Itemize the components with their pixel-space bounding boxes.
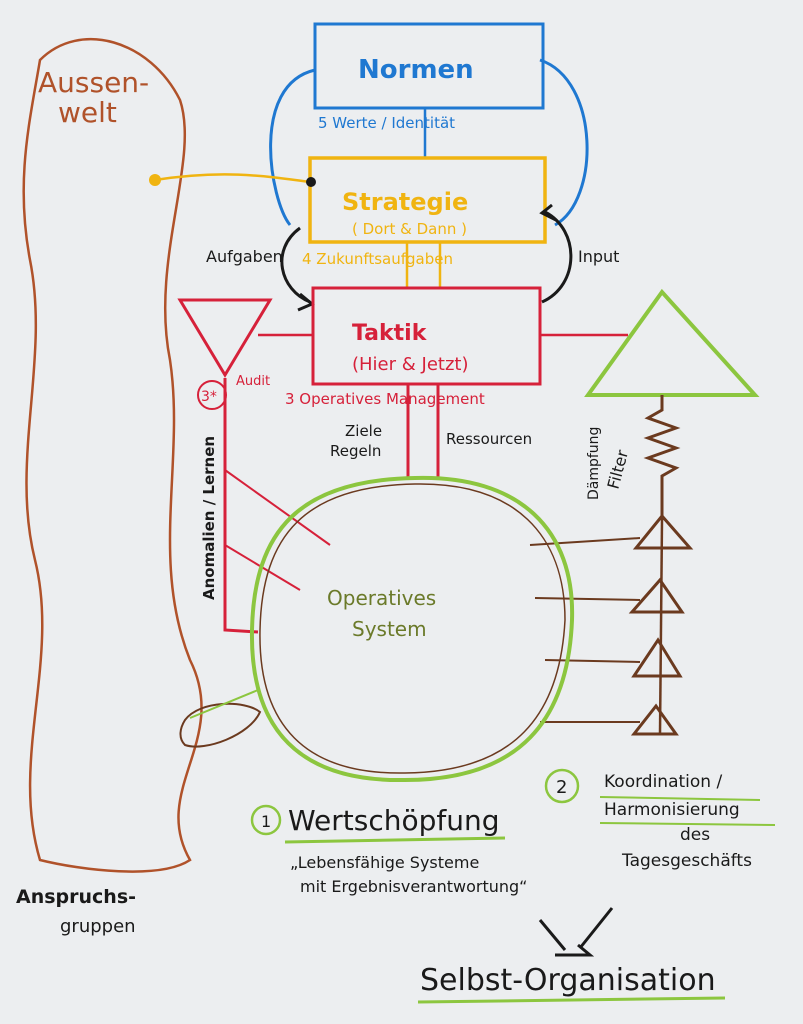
coord-line-1 (529, 537, 641, 546)
normen-right-arc (539, 58, 589, 227)
wertschoepfung-underline (284, 836, 506, 844)
daempfung-label: Dämpfung (586, 427, 602, 500)
input-label: Input (578, 247, 619, 266)
taktik-paren: (Hier & Jetzt) (352, 354, 468, 375)
strategie-box (308, 156, 547, 244)
taktik-sub: 3 Operatives Management (285, 390, 485, 408)
aufgaben-arrow (280, 226, 311, 304)
coord-line-2 (534, 597, 641, 601)
coord-line-3 (544, 659, 641, 663)
koordination-line4: Tagesgeschäfts (621, 851, 752, 871)
strategie-aussenwelt-link (154, 173, 311, 184)
strategie-sub: 4 Zukunftsaufgaben (302, 250, 453, 268)
strategie-title: Strategie (342, 188, 468, 216)
koordination-num: 2 (556, 777, 567, 798)
aussenwelt-link-line (189, 689, 259, 719)
koordination-line2: Harmonisierung (604, 800, 740, 820)
operatives-system-inner (259, 483, 566, 774)
arrows-mark (538, 907, 614, 957)
aussenwelt-line2: welt (58, 96, 117, 129)
operatives-system-circle (249, 475, 575, 783)
ressourcen-label: Ressourcen (446, 430, 532, 448)
yellow-dot (149, 174, 161, 186)
taktik-title: Taktik (352, 321, 428, 346)
selbst-organisation: Selbst-Organisation (420, 963, 716, 998)
aussenwelt-blob (22, 38, 203, 873)
wertschoepfung-line2: mit Ergebnisverantwortung“ (300, 877, 527, 896)
filter-label: Filter (604, 447, 633, 491)
anomalien-label: Anomalien / Lernen (200, 436, 218, 600)
anomalien-line (223, 378, 259, 634)
wertschoepfung-title: Wertschöpfung (288, 804, 500, 837)
daempfung-spring (643, 395, 681, 520)
wertschoepfung-num: 1 (261, 812, 271, 831)
regeln-label: Regeln (330, 442, 381, 460)
normen-left-arc (269, 68, 316, 226)
koordination-num-circle (544, 768, 580, 804)
coord-triangle-4 (630, 703, 679, 736)
input-arrowhead (539, 203, 557, 222)
koordination-underline-2 (599, 822, 776, 826)
coord-triangle-2 (628, 577, 685, 614)
normen-box (313, 22, 545, 110)
anspruchs-line2: gruppen (60, 916, 136, 937)
audit-triangle (177, 298, 273, 378)
selbst-underline (417, 996, 726, 1004)
anomalien-tick-1 (224, 469, 331, 546)
wertschoepfung-num-circle (250, 804, 282, 836)
koordination-line1: Koordination / (604, 772, 722, 792)
aussenwelt-line1: Aussen- (38, 66, 149, 99)
filter-triangle (584, 288, 760, 397)
coord-spine (658, 519, 664, 735)
operatives-system-line2: System (352, 617, 427, 641)
audit-num: 3* (201, 389, 217, 405)
audit-label: Audit (236, 374, 270, 389)
aufgaben-label: Aufgaben (206, 247, 283, 266)
coord-triangle-3 (631, 637, 683, 678)
anspruchs-line1: Anspruchs- (16, 886, 136, 908)
ziele-label: Ziele (345, 422, 382, 440)
strategie-paren: ( Dort & Dann ) (352, 220, 467, 238)
coord-triangle-1 (632, 513, 694, 550)
koordination-line3: des (680, 825, 710, 845)
black-dot (306, 177, 316, 187)
aussenwelt-link-loop (179, 702, 262, 748)
operatives-system-line1: Operatives (327, 586, 436, 610)
normen-sub: 5 Werte / Identität (318, 114, 455, 132)
wertschoepfung-line1: „Lebensfähige Systeme (290, 853, 479, 872)
normen-title: Normen (358, 55, 474, 85)
koordination-underline (599, 796, 761, 801)
